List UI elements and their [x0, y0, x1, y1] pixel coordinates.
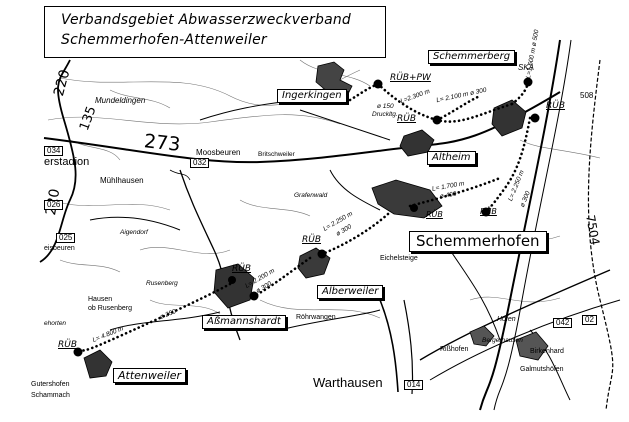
road-014: 014 — [404, 380, 424, 390]
railway — [587, 59, 614, 411]
road-026: 026 — [44, 200, 64, 210]
road-042: 042 — [553, 318, 573, 328]
label-rub-attenweiler: RÜB — [58, 340, 78, 350]
place-britschweiler: Britschweiler — [258, 151, 295, 158]
roads — [39, 39, 621, 411]
label-druckleitung: Druckltg. — [372, 111, 398, 118]
place-moosbeuren: Moosbeuren — [196, 148, 241, 157]
place-schammach: Schammach — [31, 392, 70, 399]
title-line-1: Verbandsgebiet Abwasserzweckverband — [61, 12, 352, 28]
label-assmannshardt: Aßmannshardt — [202, 315, 286, 329]
label-altheim: Altheim — [427, 151, 476, 165]
label-ingerkingen: Ingerkingen — [277, 89, 347, 103]
place-stadion: erstadion — [44, 156, 90, 168]
road-025: 025 — [56, 233, 76, 243]
label-schemmerhofen: Schemmerhofen — [409, 231, 547, 252]
label-ska: SKA — [518, 63, 535, 72]
label-rub-alberweiler: RÜB — [302, 235, 322, 245]
label-attenweiler: Attenweiler — [113, 368, 187, 383]
place-bergerhausen: Bergerhausen — [482, 337, 523, 344]
place-eichelsteige: Eichelsteige — [380, 255, 418, 262]
place-muehlhausen: Mühlhausen — [100, 176, 144, 185]
place-hoefen: Höfen — [497, 316, 516, 323]
label-rub-schemmerhofen-1: RÜB — [426, 210, 443, 219]
label-rub-schemmerhofen-2: RÜB — [480, 207, 497, 216]
place-gutershofen: Gutershofen — [31, 381, 70, 388]
place-aigendorf: Aigendorf — [120, 229, 148, 236]
place-hausen-2: ob Rusenberg — [88, 305, 132, 312]
place-roehrwangen: Röhrwangen — [296, 314, 336, 321]
label-rub-pw: RÜB+PW — [390, 73, 431, 83]
label-rub-ingerkingen: RÜB — [397, 114, 417, 124]
pipe-diameter-ingerkingen: ø 150 — [377, 103, 394, 110]
settlements — [83, 61, 549, 379]
road-02: 02 — [582, 315, 597, 325]
place-warthausen: Warthausen — [313, 375, 383, 390]
place-rusenberg: Rusenberg — [146, 280, 178, 287]
place-birkenhard: Birkenhard — [530, 348, 564, 355]
pipelines — [76, 80, 532, 354]
title-line-2: Schemmerhofen-Attenweiler — [61, 32, 267, 48]
road-ring — [169, 169, 191, 181]
place-hausen: Hausen — [88, 296, 113, 303]
place-eisbeuren: eisbeuren — [44, 245, 75, 252]
map-title-box: Verbandsgebiet Abwasserzweckverband Sche… — [44, 6, 386, 58]
label-schemmerberg: Schemmerberg — [428, 50, 516, 64]
road-034: 034 — [44, 146, 64, 156]
place-mundeldingen: Mundeldingen — [95, 96, 146, 105]
place-risshofen: Rißhofen — [440, 346, 469, 353]
facility-dots — [73, 77, 540, 357]
label-rub-schemmerberg: RÜB — [546, 101, 566, 111]
place-508: 508 — [580, 91, 594, 100]
road-032: 032 — [190, 158, 210, 168]
label-alberweiler: Alberweiler — [317, 285, 384, 299]
place-grafenwald: Grafenwald — [294, 192, 328, 199]
place-galmutshoefen: Galmutshöfen — [520, 366, 564, 373]
road-273: 273 — [143, 130, 182, 156]
place-ehorten: ehorten — [44, 320, 67, 327]
label-rub-assmannshardt: RÜB — [232, 264, 252, 274]
